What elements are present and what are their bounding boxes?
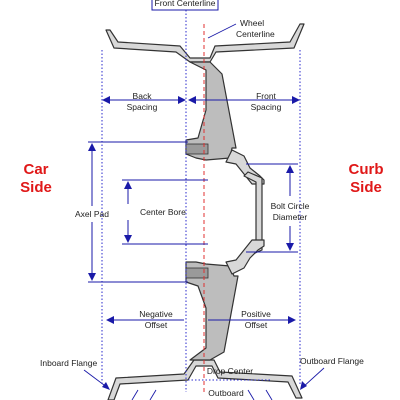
axel-pad-arrow-top [88, 143, 96, 151]
inboard-flange-label: Inboard Flange [40, 358, 97, 368]
bottom-right-leader-1 [247, 389, 255, 400]
curb-side-label-1: Curb [349, 161, 384, 178]
drop-center-label: Drop Center [207, 366, 253, 376]
back-spacing-arrow-left [102, 96, 110, 104]
inboard-flange-arrow [102, 382, 110, 390]
positive-offset-arrow [288, 316, 296, 324]
center-bore-arrow-bottom [124, 235, 132, 243]
wheel-centerline-label-2: Centerline [236, 29, 275, 39]
negative-offset-arrow [106, 316, 114, 324]
car-side-label-2: Side [20, 179, 52, 196]
outboard-flange-label: Outboard Flange [300, 356, 364, 366]
bottom-rim-profile [107, 359, 303, 400]
wheel-centerline-leader [207, 23, 237, 39]
outboard-label: Outboard [208, 388, 244, 398]
bottom-right-leader-2 [265, 389, 273, 400]
upper-lug-seat [185, 143, 209, 155]
front-spacing-arrow-left [188, 96, 196, 104]
lower-wheel-disc [185, 261, 239, 361]
front-centerline-label: Front Centerline [155, 0, 216, 8]
bolt-circle-label-2: Diameter [273, 212, 308, 222]
center-bore-label: Center Bore [140, 207, 186, 217]
curb-side-label-2: Side [350, 179, 382, 196]
bottom-left-leader-1 [131, 389, 139, 400]
center-bore-arrow-top [124, 181, 132, 189]
back-spacing-label-1: Back [133, 91, 153, 101]
top-rim-profile [105, 23, 305, 63]
axel-pad-arrow-bottom [88, 273, 96, 281]
back-spacing-arrow-right [178, 96, 186, 104]
bolt-circle-arrow-top [286, 165, 294, 173]
lower-lug-seat [185, 267, 209, 279]
outboard-flange-arrow [300, 381, 307, 390]
lower-bolt-pad [225, 239, 265, 275]
wheel-centerline-label-1: Wheel [240, 18, 264, 28]
negative-offset-label-1: Negative [139, 309, 173, 319]
bolt-circle-label-1: Bolt Circle [271, 201, 310, 211]
car-side-label-1: Car [23, 161, 48, 178]
positive-offset-label-1: Positive [241, 309, 271, 319]
bottom-left-leader-2 [149, 389, 157, 400]
upper-wheel-disc [185, 61, 237, 161]
front-spacing-label-2: Spacing [251, 102, 282, 112]
positive-offset-label-2: Offset [245, 320, 268, 330]
back-spacing-label-2: Spacing [127, 102, 158, 112]
front-spacing-label-1: Front [256, 91, 276, 101]
axel-pad-label: Axel Pad [75, 209, 109, 219]
front-centerline-box [151, 0, 219, 11]
front-spacing-arrow-right [292, 96, 300, 104]
bolt-circle-arrow-bottom [286, 243, 294, 251]
negative-offset-label-2: Offset [145, 320, 168, 330]
